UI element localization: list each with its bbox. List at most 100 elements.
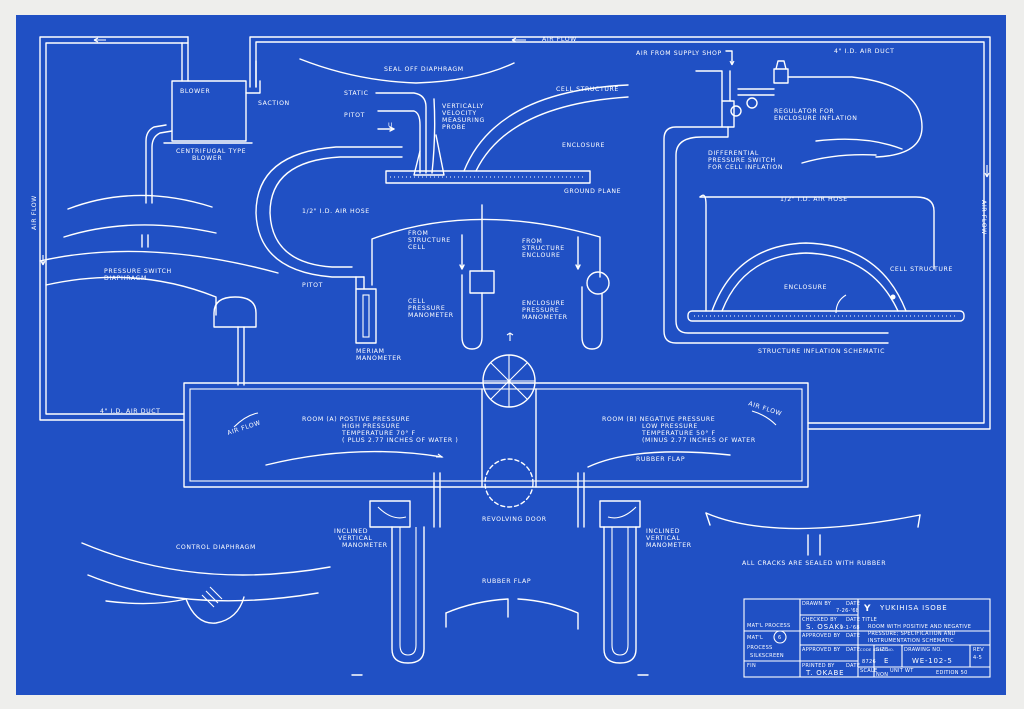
tb-size: SIZE bbox=[876, 647, 888, 653]
tb-date-1: DATE bbox=[846, 601, 860, 607]
label-pitot-top: PITOT bbox=[344, 112, 365, 119]
ground-plane-test bbox=[299, 58, 629, 184]
label-centrifugal-1: CENTRIFUGAL TYPE bbox=[176, 148, 246, 155]
control-diaphragm bbox=[81, 512, 921, 630]
label-cracks-sealed: ALL CRACKS ARE SEALED WITH RUBBER bbox=[742, 560, 886, 567]
label-rubber-flap-bottom: RUBBER FLAP bbox=[482, 578, 531, 585]
label-control-diaphragm: CONTROL DIAPHRAGM bbox=[176, 544, 256, 551]
label-meriam-1: MERIAM bbox=[356, 348, 385, 355]
label-regulator-2: ENCLOSURE INFLATION bbox=[774, 115, 857, 122]
tb-drawing-no-value: WE-102-5 bbox=[912, 657, 953, 665]
tb-drawn-by: DRAWN BY bbox=[802, 601, 832, 607]
tb-title-label: TITLE bbox=[861, 617, 877, 623]
air-duct-loop bbox=[39, 36, 991, 430]
label-inclined-left-2: VERTICAL bbox=[338, 535, 372, 542]
label-probe-2: VELOCITY bbox=[442, 110, 477, 117]
tb-checked-by: CHECKED BY bbox=[802, 617, 838, 623]
label-room-a-1: ROOM (A) POSTIVE PRESSURE bbox=[302, 416, 410, 423]
label-u-symbol: U bbox=[388, 122, 393, 129]
label-room-a-4: ( PLUS 2.77 INCHES OF WATER ) bbox=[342, 437, 458, 444]
label-inclined-left-3: MANOMETER bbox=[342, 542, 388, 549]
label-from-enclosure-2: STRUCTURE bbox=[522, 245, 565, 252]
tb-scale-value: NON bbox=[876, 672, 888, 678]
tb-code-ident: CODE IDENT NO. bbox=[860, 648, 894, 652]
label-from-enclosure-1: FROM bbox=[522, 238, 542, 245]
tb-date-5: DATE bbox=[846, 663, 860, 669]
label-inclined-right-2: VERTICAL bbox=[646, 535, 680, 542]
label-room-a-3: TEMPERATURE 70° F bbox=[341, 429, 416, 437]
label-diff-1: DIFFERENTIAL bbox=[708, 150, 759, 157]
label-air-duct-top: 4" I.D. AIR DUCT bbox=[834, 48, 895, 55]
pressure-switch-diaphragm bbox=[39, 194, 279, 386]
tb-code-ident-value: 8726 bbox=[862, 659, 876, 665]
label-inclined-left-1: INCLINED bbox=[334, 528, 368, 535]
tb-printed-by: PRINTED BY bbox=[802, 663, 835, 669]
tb-matl-process: MAT'L PROCESS bbox=[747, 623, 790, 629]
tb-logo: Y bbox=[863, 604, 872, 614]
label-room-b-2: LOW PRESSURE bbox=[642, 423, 698, 430]
label-room-b-3: TEMPERATURE 50° F bbox=[641, 429, 716, 437]
label-diff-3: FOR CELL INFLATION bbox=[708, 164, 783, 171]
label-from-structure-3: CELL bbox=[408, 244, 426, 251]
label-air-from-supply: AIR FROM SUPPLY SHOP bbox=[636, 50, 722, 57]
label-diff-2: PRESSURE SWITCH bbox=[708, 157, 776, 164]
label-revolving-door: REVOLVING DOOR bbox=[482, 516, 547, 523]
tb-title-1: ROOM WITH POSITIVE AND NEGATIVE bbox=[868, 624, 971, 630]
tb-date-3: DATE bbox=[846, 633, 860, 639]
label-probe-1: VERTICALLY bbox=[442, 103, 484, 110]
tb-date-2: DATE bbox=[846, 617, 860, 623]
label-cell-structure-right: CELL STRUCTURE bbox=[890, 266, 953, 273]
tb-title-3: INSTRUMENTATION SCHEMATIC bbox=[868, 638, 954, 644]
label-meriam-2: MANOMETER bbox=[356, 355, 402, 362]
label-from-structure-1: FROM bbox=[408, 230, 428, 237]
title-block: DRAWN BY DATE 7-26-'68 CHECKED BY DATE S… bbox=[743, 598, 991, 678]
label-air-flow-left: AIR FLOW bbox=[31, 195, 38, 230]
tb-process: PROCESS bbox=[747, 645, 773, 651]
tb-date-1-value: 7-26-'68 bbox=[836, 608, 859, 614]
label-room-b-1: ROOM (B) NEGATIVE PRESSURE bbox=[602, 416, 715, 423]
label-encl-manometer-1: ENCLOSURE bbox=[522, 300, 565, 307]
tb-fin: FIN bbox=[747, 663, 756, 669]
label-room-a-2: HIGH PRESSURE bbox=[342, 423, 400, 430]
label-cell-manometer-3: MANOMETER bbox=[408, 312, 454, 319]
label-pressure-switch-1: PRESSURE SWITCH bbox=[104, 268, 172, 275]
label-enclosure-right: ENCLOSURE bbox=[784, 284, 827, 291]
label-air-flow-room-left: AIR FLOW bbox=[226, 419, 261, 436]
label-probe-3: MEASURING bbox=[442, 117, 485, 124]
label-inclined-right-3: MANOMETER bbox=[646, 542, 692, 549]
label-from-enclosure-3: ENCLOURE bbox=[522, 252, 561, 259]
tb-process-value: SILKSCREEN bbox=[750, 653, 784, 659]
label-pitot-mid: PITOT bbox=[302, 282, 323, 289]
label-centrifugal-2: BLOWER bbox=[192, 155, 222, 162]
tb-designer: YUKIHISA ISOBE bbox=[879, 604, 947, 612]
label-from-structure-2: STRUCTURE bbox=[408, 237, 451, 244]
label-seal-off: SEAL OFF DIAPHRAGM bbox=[384, 66, 464, 73]
centrifugal-blower bbox=[145, 60, 261, 196]
label-cell-manometer-2: PRESSURE bbox=[408, 305, 445, 312]
label-regulator-1: REGULATOR FOR bbox=[774, 108, 834, 115]
label-saction: SACTION bbox=[258, 100, 290, 107]
label-inclined-right-1: INCLINED bbox=[646, 528, 680, 535]
tb-edition: EDITION 50 bbox=[936, 670, 968, 676]
label-encl-manometer-2: PRESSURE bbox=[522, 307, 559, 314]
tb-matl: MAT'L bbox=[747, 635, 763, 641]
inclined-manometers bbox=[351, 500, 649, 676]
diagram-labels: AIR FLOW AIR FLOW AIR FLOW AIR FLOW AIR … bbox=[31, 36, 987, 585]
pitot-air-hose bbox=[255, 146, 403, 290]
tb-checked-value: S. OSAKI bbox=[806, 623, 843, 631]
tb-checked-date: 9-1-'68 bbox=[840, 625, 860, 631]
structure-inflation-schematic bbox=[663, 50, 965, 344]
label-rubber-flap-mid: RUBBER FLAP bbox=[636, 456, 685, 463]
blueprint-sheet: AIR FLOW AIR FLOW AIR FLOW AIR FLOW AIR … bbox=[16, 15, 1006, 695]
label-blower: BLOWER bbox=[180, 88, 210, 95]
test-room bbox=[183, 332, 809, 528]
tb-scale: SCALE bbox=[860, 668, 878, 674]
label-structure-schematic: STRUCTURE INFLATION SCHEMATIC bbox=[758, 348, 885, 355]
tb-rev: REV bbox=[973, 647, 984, 653]
label-air-flow-top: AIR FLOW bbox=[542, 36, 577, 43]
label-ground-plane: GROUND PLANE bbox=[564, 188, 621, 195]
tb-printed-value: T. OKABE bbox=[805, 669, 844, 677]
tb-matl-value: 6 bbox=[778, 635, 781, 641]
blueprint-drawing: AIR FLOW AIR FLOW AIR FLOW AIR FLOW AIR … bbox=[31, 36, 991, 678]
label-air-hose-left: 1/2" I.D. AIR HOSE bbox=[302, 208, 370, 215]
